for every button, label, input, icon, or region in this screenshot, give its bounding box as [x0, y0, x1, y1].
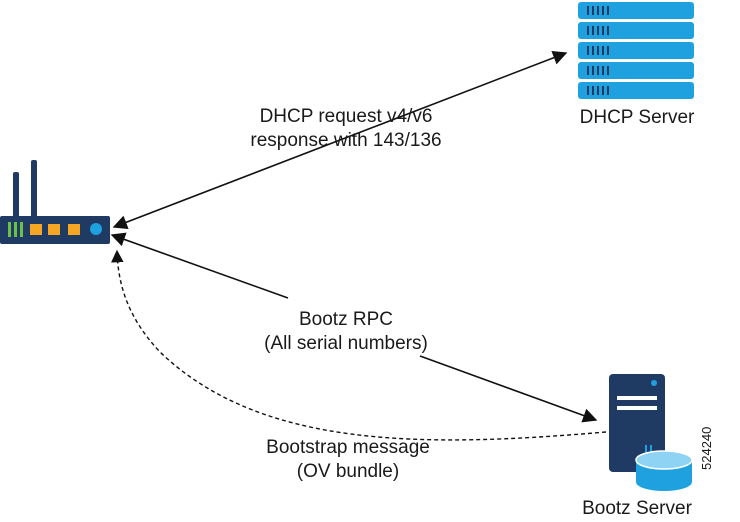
bootz-rpc-line-1: Bootz RPC: [299, 309, 393, 330]
router-icon: [0, 160, 110, 244]
dhcp-exchange-line-2: response with 143/136: [250, 130, 442, 151]
bootstrap-message-line-1: Bootstrap message: [266, 437, 430, 458]
bootz-rpc-arrow: [110, 232, 598, 423]
bootstrap-message-line-2: (OV bundle): [296, 461, 400, 482]
bootz-server-label: Bootz Server: [582, 498, 692, 519]
bootstrap-message-label: Bootstrap message (OV bundle): [238, 436, 458, 484]
dhcp-exchange-line-1: DHCP request v4/v6: [259, 106, 433, 127]
bootz-rpc-label: Bootz RPC (All serial numbers): [236, 308, 456, 356]
bootz-rpc-line-2: (All serial numbers): [264, 333, 428, 354]
dhcp-exchange-arrow: [112, 50, 568, 230]
rack-server-icon: [578, 2, 694, 99]
figure-id: 524240: [699, 426, 714, 470]
tower-server-database-icon: [609, 374, 693, 491]
dhcp-exchange-label: DHCP request v4/v6 response with 143/136: [228, 105, 464, 153]
dhcp-server-label: DHCP Server: [579, 107, 695, 128]
